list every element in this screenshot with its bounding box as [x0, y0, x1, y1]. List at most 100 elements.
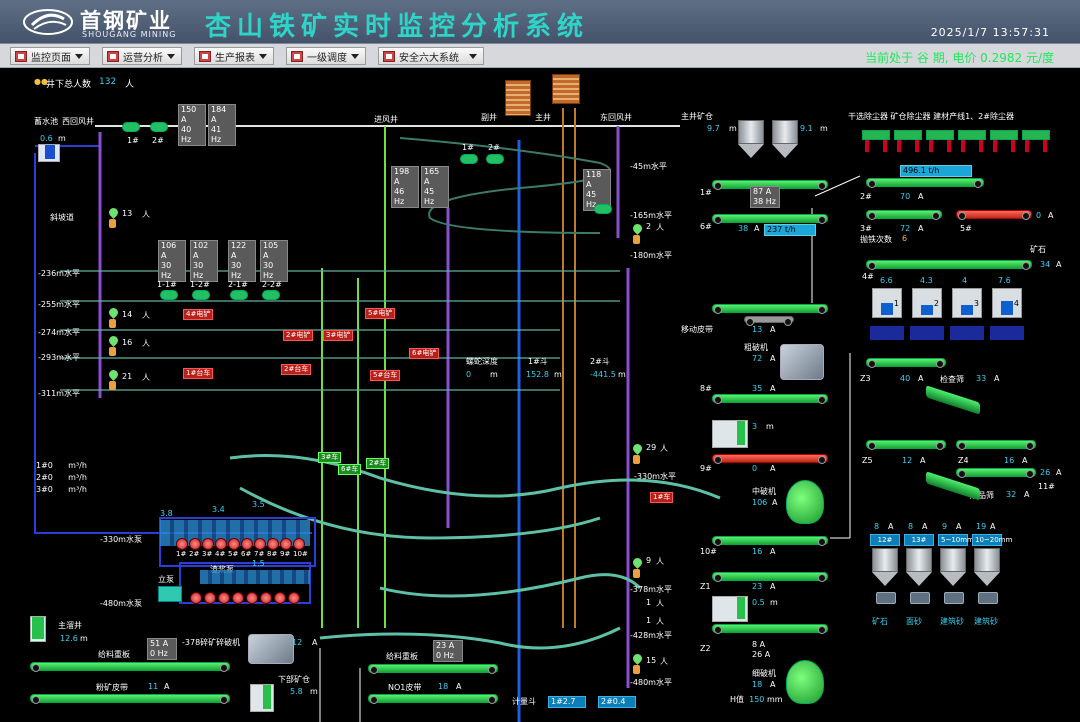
west-fan-2[interactable]	[150, 122, 168, 132]
equipment-tag[interactable]: 6#车	[338, 464, 362, 475]
water-pump[interactable]	[202, 538, 214, 550]
belt-4[interactable]	[866, 260, 1032, 270]
level-236: -236m水平	[38, 269, 80, 278]
fan-2-2[interactable]	[262, 290, 280, 300]
water-pump[interactable]	[267, 538, 279, 550]
main-bin-2[interactable]	[772, 120, 798, 160]
vertical-pump[interactable]	[158, 586, 182, 602]
top-belt[interactable]	[866, 178, 984, 188]
product-bin[interactable]	[974, 548, 1000, 588]
mid-fan-1[interactable]	[460, 154, 478, 164]
equipment-tag[interactable]: 3#电铲	[323, 330, 354, 341]
belt-5[interactable]	[956, 210, 1032, 220]
product-bin[interactable]	[940, 548, 966, 588]
dust-collector[interactable]	[862, 130, 890, 152]
belt-3[interactable]	[866, 210, 942, 220]
belt-11[interactable]	[956, 468, 1036, 478]
belt-z5[interactable]	[866, 440, 946, 450]
water-pump[interactable]	[215, 538, 227, 550]
product-bin[interactable]	[872, 548, 898, 588]
ore-plate-conveyor[interactable]	[368, 664, 498, 674]
belt-6[interactable]	[712, 214, 828, 224]
product-label: 矿石	[872, 617, 888, 626]
fan-1-2[interactable]	[192, 290, 210, 300]
bunker-4[interactable]: 4	[992, 288, 1022, 318]
water-pump[interactable]	[293, 538, 305, 550]
pump-id: 2#	[189, 550, 200, 558]
water-pump[interactable]	[176, 538, 188, 550]
menu-icon	[107, 50, 119, 62]
equipment-tag[interactable]: 6#电铲	[409, 348, 440, 359]
right-level: -330m水平	[634, 472, 676, 481]
underground-crusher[interactable]	[248, 634, 294, 664]
water-pump[interactable]	[189, 538, 201, 550]
bunker-2[interactable]: 2	[912, 288, 942, 318]
equipment-tag[interactable]: 2#电铲	[283, 330, 314, 341]
belt-10[interactable]	[712, 536, 828, 546]
move-trolley[interactable]	[744, 316, 794, 326]
water-pump[interactable]	[241, 538, 253, 550]
product-bin[interactable]	[906, 548, 932, 588]
mid-fan-2[interactable]	[486, 154, 504, 164]
mud-pump[interactable]	[274, 592, 286, 604]
belt-8[interactable]	[712, 394, 828, 404]
reservoir-tank	[38, 144, 60, 162]
equipment-tag[interactable]: 5#台车	[370, 370, 401, 381]
water-pump[interactable]	[280, 538, 292, 550]
dust-collector[interactable]	[1022, 130, 1050, 152]
move-belt[interactable]	[712, 304, 828, 314]
belt-z4[interactable]	[956, 440, 1036, 450]
menu-operation-analysis[interactable]: 运营分析	[102, 47, 182, 65]
water-pump[interactable]	[228, 538, 240, 550]
dust-collector[interactable]	[926, 130, 954, 152]
pump-id: 6#	[241, 550, 252, 558]
equipment-tag[interactable]: 5#电铲	[365, 308, 396, 319]
equipment-tag[interactable]: 2#车	[366, 458, 390, 469]
equipment-tag[interactable]: 3#车	[318, 452, 342, 463]
location-marker	[631, 442, 644, 464]
east-fan[interactable]	[594, 204, 612, 214]
belt-z1-lower[interactable]	[712, 624, 828, 634]
unit: A	[1022, 456, 1028, 465]
water-pump[interactable]	[254, 538, 266, 550]
fine-crusher[interactable]	[786, 660, 824, 704]
mud-pump[interactable]	[260, 592, 272, 604]
main-bin-1[interactable]	[738, 120, 764, 160]
mud-pump[interactable]	[288, 592, 300, 604]
equipment-tag[interactable]: 1#台车	[183, 368, 214, 379]
belt-z3[interactable]	[866, 358, 946, 368]
dust-collector[interactable]	[894, 130, 922, 152]
equipment-tag[interactable]: 4#电铲	[183, 309, 214, 320]
mud-pump[interactable]	[246, 592, 258, 604]
dust-collector[interactable]	[990, 130, 1018, 152]
mud-pump[interactable]	[190, 592, 202, 604]
menu-dispatch[interactable]: 一级调度	[286, 47, 366, 65]
bunker-3[interactable]: 3	[952, 288, 982, 318]
mud-pump[interactable]	[204, 592, 216, 604]
mid-crusher[interactable]	[786, 480, 824, 524]
dust-collector[interactable]	[958, 130, 986, 152]
logo-mark-icon	[23, 9, 73, 35]
feed-conveyor[interactable]	[30, 662, 230, 672]
no1-belt-label: NO1皮带	[388, 683, 422, 692]
location-marker	[107, 306, 120, 328]
coarse-crusher[interactable]	[780, 344, 824, 380]
west-fan-1[interactable]	[122, 122, 140, 132]
spiral-depth-value: 0	[466, 370, 472, 379]
menu-safety-systems[interactable]: 安全六大系统	[378, 47, 484, 65]
menu-monitor-page[interactable]: 监控页面	[10, 47, 90, 65]
check-screen-label: 检查筛	[940, 375, 964, 384]
mud-pump[interactable]	[232, 592, 244, 604]
belt-z1[interactable]	[712, 572, 828, 582]
bunker-1[interactable]: 1	[872, 288, 902, 318]
no1-conveyor[interactable]	[368, 694, 498, 704]
mud-pump[interactable]	[218, 592, 230, 604]
powder-conveyor[interactable]	[30, 694, 230, 704]
menu-production-report[interactable]: 生产报表	[194, 47, 274, 65]
fan-2-1[interactable]	[230, 290, 248, 300]
equipment-tag[interactable]: 1#车	[650, 492, 674, 503]
fan-1-1[interactable]	[160, 290, 178, 300]
belt-9[interactable]	[712, 454, 828, 464]
right-level: -45m水平	[630, 162, 667, 171]
equipment-tag[interactable]: 2#台车	[281, 364, 312, 375]
